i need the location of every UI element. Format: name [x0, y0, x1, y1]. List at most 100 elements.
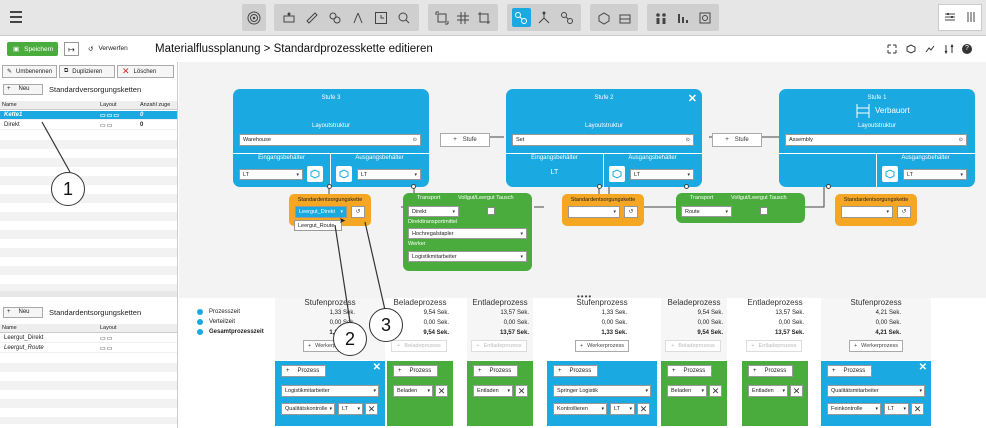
worker-select[interactable]: Springer Logistik▾: [553, 385, 651, 397]
connector-dot[interactable]: [826, 184, 831, 189]
search-zoom-icon[interactable]: [394, 8, 413, 27]
box-icon[interactable]: [307, 166, 323, 182]
stage-process-card[interactable]: +Prozess Springer Logistik▾ Kontrolliere…: [547, 361, 657, 426]
compass-icon[interactable]: [348, 8, 367, 27]
activity-select[interactable]: Entladen▾: [473, 385, 513, 397]
layout-select[interactable]: Set⊙: [512, 134, 694, 146]
remove-icon[interactable]: ✕: [637, 403, 650, 415]
stage-2-card[interactable]: Stufe 2 ✕ Layoutstruktur Set⊙ Eingangsbe…: [506, 89, 702, 187]
unload-process-card[interactable]: +Prozess Entladen▾ ✕: [742, 361, 808, 426]
stage-3-card[interactable]: Stufe 3 Layoutstruktur Warehouse⊙ Eingan…: [233, 89, 429, 187]
route-network-icon[interactable]: [512, 8, 531, 27]
connector-dot[interactable]: [684, 184, 689, 189]
box-icon[interactable]: [595, 8, 612, 27]
remove-icon[interactable]: ✕: [435, 385, 448, 397]
bar-stats-icon[interactable]: [674, 8, 692, 27]
load-process-card[interactable]: +Prozess Beladen▾ ✕: [387, 361, 453, 426]
fit-view-icon[interactable]: [887, 44, 897, 54]
add-process-type-button[interactable]: +Beladeprozess: [391, 340, 447, 352]
robot-icon[interactable]: [279, 8, 298, 27]
rename-button[interactable]: ✎Umbenennen: [2, 65, 57, 78]
reset-icon[interactable]: ↺: [897, 206, 911, 218]
crop-icon[interactable]: [476, 8, 493, 27]
tausch-checkbox[interactable]: [760, 207, 768, 215]
out-container-select[interactable]: LT▾: [630, 169, 694, 180]
container-select[interactable]: LT▾: [884, 403, 909, 415]
delete-button[interactable]: ✕Löschen: [117, 65, 174, 78]
add-process-button[interactable]: +Prozess: [553, 365, 598, 377]
cube-icon[interactable]: [906, 44, 916, 54]
duplicate-button[interactable]: ⧉Duplizieren: [59, 65, 115, 78]
stage-1-card[interactable]: Stufe 1 Verbauort Layoutstruktur Assembl…: [779, 89, 975, 187]
box-icon[interactable]: [609, 166, 625, 182]
connector-dot[interactable]: [411, 184, 416, 189]
disposal-select[interactable]: ▾: [841, 206, 893, 218]
table-row[interactable]: Leergut_Route ▭▭: [0, 344, 177, 353]
activity-select[interactable]: Qualitätskontrolle▾: [281, 403, 335, 415]
add-process-button[interactable]: +Prozess: [393, 365, 438, 377]
dropdown-option[interactable]: Leergut_Route: [294, 220, 342, 231]
add-process-type-button[interactable]: +Werkerprozess: [849, 340, 903, 352]
load-process-card[interactable]: +Prozess Beladen▾ ✕: [661, 361, 727, 426]
target-icon[interactable]: [247, 8, 261, 27]
add-stage-button[interactable]: +Stufe: [440, 133, 490, 147]
activity-select[interactable]: Beladen▾: [667, 385, 707, 397]
chain-link-icon[interactable]: [557, 8, 576, 27]
add-process-button[interactable]: +Prozess: [667, 365, 712, 377]
new-supply-chain-button[interactable]: +Neu: [3, 83, 43, 95]
table-row[interactable]: Direkt ▭▭ 0: [0, 121, 177, 130]
focus-icon[interactable]: [696, 8, 714, 27]
reset-icon[interactable]: ↺: [351, 206, 365, 218]
add-process-button[interactable]: +Prozess: [281, 365, 326, 377]
container-select[interactable]: LT▾: [338, 403, 363, 415]
people-icon[interactable]: [652, 8, 670, 27]
remove-icon[interactable]: ✕: [365, 403, 378, 415]
add-process-type-button[interactable]: +Entladeprozess: [746, 340, 802, 352]
add-stage-button[interactable]: +Stufe: [712, 133, 762, 147]
tausch-checkbox[interactable]: [487, 207, 495, 215]
frame-icon[interactable]: [433, 8, 450, 27]
new-disposal-chain-button[interactable]: +Neu: [3, 306, 43, 318]
ruler-icon[interactable]: [302, 8, 321, 27]
activity-select[interactable]: Beladen▾: [393, 385, 433, 397]
help-icon[interactable]: ?: [962, 44, 972, 54]
chart-icon[interactable]: [925, 44, 935, 54]
disposal-chain-box[interactable]: Standardentsorgungskette ▾ ↺: [562, 194, 644, 226]
close-icon[interactable]: ✕: [372, 362, 381, 373]
activity-select[interactable]: Feinkontrolle▾: [827, 403, 881, 415]
box-icon[interactable]: [336, 166, 352, 182]
add-process-type-button[interactable]: +Entladeprozess: [471, 340, 527, 352]
crate-icon[interactable]: [616, 8, 633, 27]
connector-dot[interactable]: [327, 184, 332, 189]
export-button[interactable]: ↦: [64, 42, 79, 56]
remove-icon[interactable]: ✕: [911, 403, 924, 415]
sort-icon[interactable]: [944, 43, 954, 55]
reset-icon[interactable]: ↺: [624, 206, 638, 218]
worker-select[interactable]: Logistikmitarbeiter▾: [281, 385, 379, 397]
chain-canvas[interactable]: Stufe 3 Layoutstruktur Warehouse⊙ Eingan…: [179, 62, 986, 301]
table-row[interactable]: Kette1 ▭▭▭ 0: [0, 111, 177, 120]
clock-icon[interactable]: [371, 8, 390, 27]
in-container-select[interactable]: LT▾: [239, 169, 303, 180]
hamburger-icon[interactable]: [10, 11, 22, 23]
stage-process-card[interactable]: +Prozess ✕ Logistikmitarbeiter▾ Qualität…: [275, 361, 385, 426]
unload-process-card[interactable]: +Prozess Entladen▾ ✕: [467, 361, 533, 426]
grid-icon[interactable]: [454, 8, 471, 27]
worker-select[interactable]: Logistikmitarbeiter▾: [408, 251, 527, 262]
save-button[interactable]: ▣Speichern: [7, 42, 58, 56]
discard-button[interactable]: ↺Verwerfen: [88, 45, 128, 53]
branch-icon[interactable]: [535, 8, 554, 27]
disposal-select[interactable]: ▾: [568, 206, 620, 218]
stage-process-card[interactable]: +Prozess ✕ Qualitätsmitarbeiter▾ Feinkon…: [821, 361, 931, 426]
remove-icon[interactable]: ✕: [790, 385, 803, 397]
remove-icon[interactable]: ✕: [709, 385, 722, 397]
transport-select[interactable]: Direkt▾: [408, 206, 459, 217]
means-select[interactable]: Hochregalstapler▾: [408, 228, 527, 239]
box-icon[interactable]: [882, 166, 898, 182]
table-row[interactable]: Leergut_Direkt ▭▭: [0, 334, 177, 343]
disposal-chain-box[interactable]: Standardentsorgungskette ▾ ↺: [835, 194, 917, 226]
resize-handle[interactable]: ••••: [577, 292, 593, 301]
add-process-button[interactable]: +Prozess: [748, 365, 793, 377]
close-icon[interactable]: ✕: [687, 93, 697, 105]
add-process-button[interactable]: +Prozess: [827, 365, 872, 377]
